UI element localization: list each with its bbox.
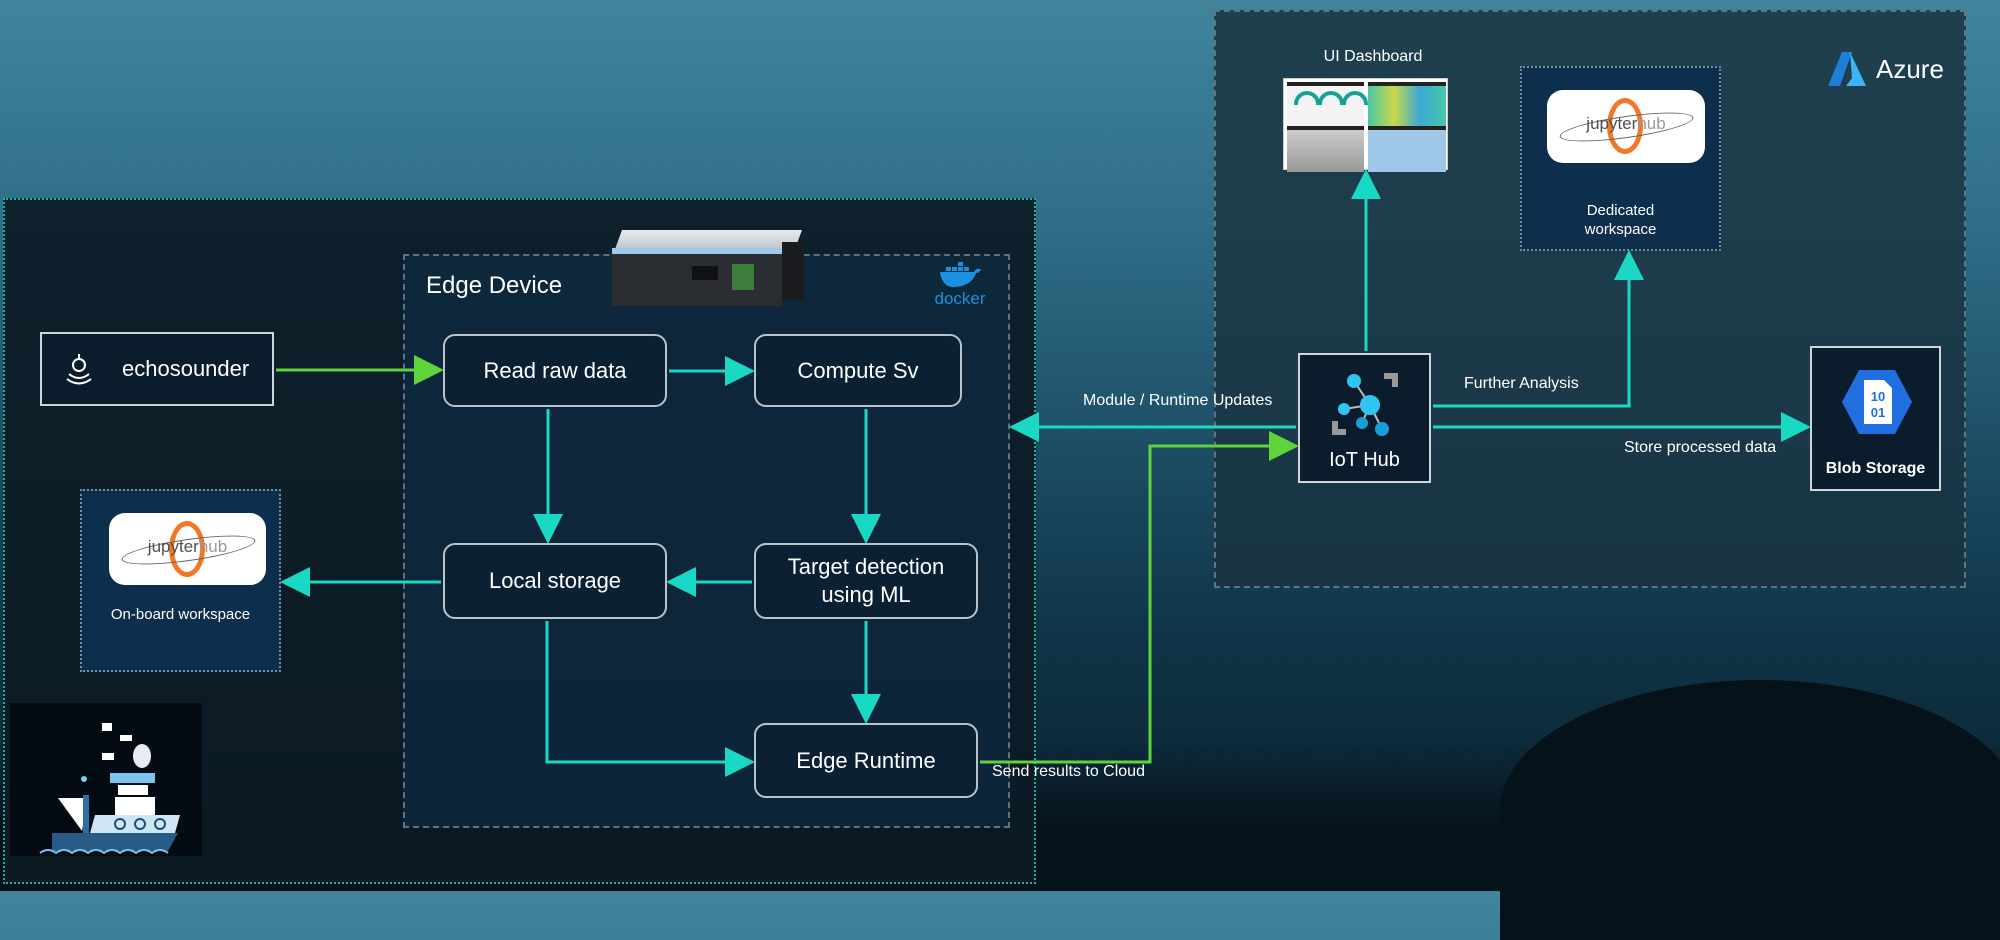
edge-hardware-image xyxy=(612,230,807,308)
azure-logo-icon xyxy=(1828,52,1866,86)
echosounder-icon xyxy=(66,354,92,385)
echosounder-label: echosounder xyxy=(122,356,250,381)
docker-whale-icon xyxy=(940,262,981,287)
edge-device-title: Edge Device xyxy=(426,272,563,299)
docker-label: docker xyxy=(934,289,986,308)
jupyterhub-logo: jupyterhub xyxy=(109,513,266,585)
dedicated-workspace: jupyterhub Dedicated workspace xyxy=(1520,66,1721,251)
onboard-workspace-label: On-board workspace xyxy=(110,606,251,623)
connection-arrows xyxy=(276,169,1811,777)
store-data-label: Store processed data xyxy=(1624,439,1777,456)
svg-text:01: 01 xyxy=(1871,405,1885,420)
send-results-label: Send results to Cloud xyxy=(992,763,1145,780)
arrow-local-to-runtime xyxy=(545,621,755,777)
compute-sv-node: Compute Sv xyxy=(754,334,962,407)
ship-icon xyxy=(39,723,180,855)
blob-storage-node: 10 01 Blob Storage xyxy=(1810,346,1941,491)
docker-logo: docker xyxy=(932,258,988,309)
iot-hub-node: IoT Hub xyxy=(1298,353,1431,483)
ship-illustration xyxy=(10,703,202,856)
module-updates-label: Module / Runtime Updates xyxy=(1083,392,1273,409)
iot-hub-icon xyxy=(1332,373,1398,436)
read-raw-data-node: Read raw data xyxy=(443,334,667,407)
onboard-workspace: jupyterhub On-board workspace xyxy=(80,489,281,672)
dedicated-workspace-label: Dedicated workspace xyxy=(1584,202,1657,238)
azure-region: Azure xyxy=(1214,10,1966,588)
local-storage-node: Local storage xyxy=(443,543,667,619)
jupyterhub-logo: jupyterhub xyxy=(1547,90,1705,163)
target-detection-node: Target detection using ML xyxy=(754,543,978,619)
further-analysis-label: Further Analysis xyxy=(1464,375,1579,392)
ui-dashboard-preview xyxy=(1283,78,1448,172)
ui-dashboard-label: UI Dashboard xyxy=(1323,48,1423,65)
arrow-runtime-to-iothub xyxy=(980,431,1299,764)
blob-storage-label: Blob Storage xyxy=(1825,460,1926,477)
echosounder-node: echosounder xyxy=(40,332,274,406)
blob-storage-icon: 10 01 xyxy=(1842,370,1912,434)
edge-runtime-node: Edge Runtime xyxy=(754,723,978,798)
svg-text:10: 10 xyxy=(1871,389,1885,404)
azure-label: Azure xyxy=(1876,53,1944,84)
iot-hub-label: IoT Hub xyxy=(1329,449,1400,471)
azure-brand: Azure xyxy=(1828,52,1944,86)
arrow-iothub-to-workspace xyxy=(1433,250,1644,408)
